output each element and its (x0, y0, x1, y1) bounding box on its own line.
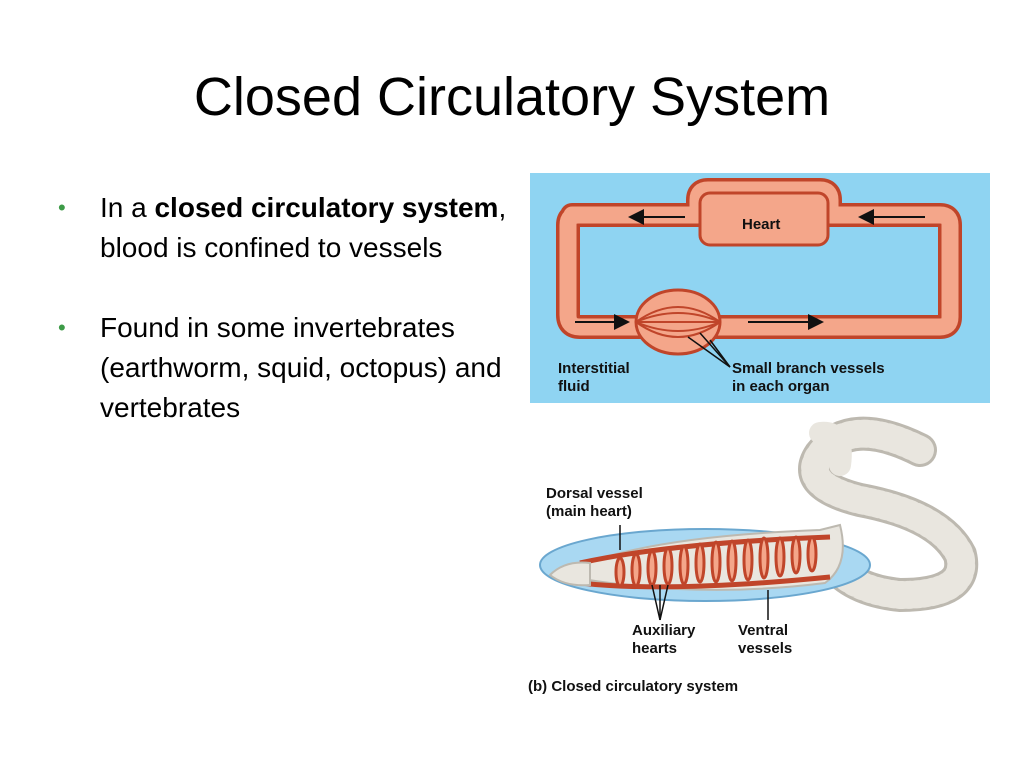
interstitial-label-line1: Interstitial (558, 360, 630, 377)
bullet-text: Found in some invertebrates (earthworm, … (100, 312, 502, 423)
bullet-text-bold-term: closed circulatory system (154, 192, 499, 223)
branch-label-line1: Small branch vessels (732, 360, 885, 377)
bullet-text-prefix: In a (100, 192, 155, 223)
bullet-text-suffix: , blood is confined to vessels (100, 192, 507, 263)
auxiliary-label-line1: Auxiliary (632, 622, 696, 639)
earthworm-illustration (539, 416, 979, 613)
figure-caption: (b) Closed circulatory system (528, 678, 738, 695)
bullet-dot-icon: • (58, 195, 66, 220)
ventral-label-line2: vessels (738, 640, 792, 657)
bullet-item-found-in: • Found in some invertebrates (earthworm… (58, 308, 508, 428)
dorsal-label-line1: Dorsal vessel (546, 485, 643, 502)
bullet-item-closed-system: • In a closed circulatory system, blood … (58, 188, 508, 268)
branch-label-line2: in each organ (732, 378, 830, 395)
dorsal-label-line2: (main heart) (546, 503, 632, 520)
branch-pointer-line (709, 339, 731, 368)
circulatory-diagram: Heart Interstitial fluid Small branch ve… (528, 173, 990, 695)
segment-vessel-loops (614, 535, 818, 588)
ventral-label-line1: Ventral (738, 622, 788, 639)
bullet-dot-icon: • (58, 315, 66, 340)
interstitial-label-line2: fluid (558, 378, 590, 395)
capillary-bed (634, 288, 722, 356)
vessel-loop (556, 178, 962, 339)
heart-chamber (698, 191, 830, 247)
auxiliary-label-line2: hearts (632, 640, 677, 657)
auxiliary-pointer-line (659, 584, 669, 621)
slide-title: Closed Circulatory System (193, 67, 831, 127)
circulatory-figure: Heart Interstitial fluid Small branch ve… (520, 165, 1010, 725)
auxiliary-pointer-line (651, 584, 661, 621)
heart-label: Heart (742, 216, 780, 233)
branch-pointer-line (687, 336, 731, 368)
bullet-list: • In a closed circulatory system, blood … (58, 188, 508, 468)
